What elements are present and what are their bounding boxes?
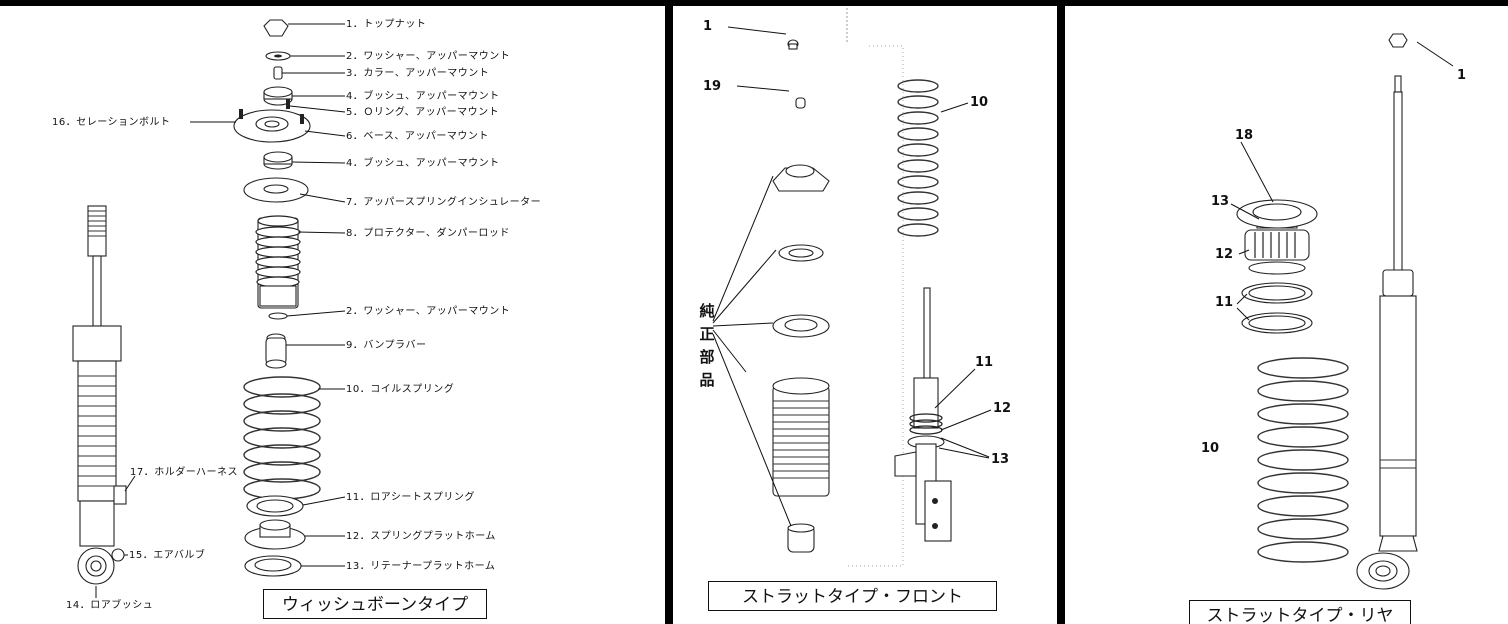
front-frame — [845, 6, 904, 567]
wishbone-leaders — [95, 23, 346, 598]
label-top-nut: 1．トップナット — [346, 18, 426, 30]
label-lower-bush: 14．ロアブッシュ — [66, 598, 153, 611]
wishbone-caption: ウィッシュボーンタイプ — [263, 589, 487, 619]
genuine-char-2: 正 — [699, 325, 715, 343]
rear-num-11: 11 — [1215, 295, 1233, 310]
wishbone-parts — [233, 19, 321, 577]
genuine-char-3: 部 — [699, 348, 715, 366]
front-drawing: 1 19 10 11 12 13 — [703, 6, 1011, 567]
label-bush-lower: 4．ブッシュ、アッパーマウント — [346, 156, 500, 169]
label-bump-rubber: 9．バンプラバー — [346, 339, 426, 351]
front-genuine-parts — [772, 39, 830, 553]
front-num-11: 11 — [975, 355, 993, 370]
front-caption: ストラットタイプ・フロント — [708, 581, 997, 611]
label-air-valve: 15．エアバルブ — [129, 548, 205, 561]
rear-drawing: 1 18 13 12 11 10 — [1201, 33, 1466, 590]
label-coil-spring: 10．コイルスプリング — [346, 382, 454, 395]
front-coil-spring — [897, 79, 939, 237]
front-num-12: 12 — [993, 401, 1011, 416]
rear-num-13: 13 — [1211, 194, 1229, 209]
front-num-1: 1 — [703, 19, 712, 34]
label-collar: 3．カラー、アッパーマウント — [346, 67, 489, 79]
genuine-parts-label: 純 正 部 品 — [697, 300, 717, 392]
label-spring-insulator: 7．アッパースプリングインシュレーター — [346, 195, 541, 208]
front-num-13: 13 — [991, 452, 1009, 467]
front-leaders — [712, 26, 992, 527]
rear-num-1: 1 — [1457, 68, 1466, 83]
label-lower-seat: 11．ロアシートスプリング — [346, 490, 475, 503]
front-numbers: 1 19 10 11 12 13 — [703, 19, 1011, 467]
wishbone-labels: 1．トップナット 2．ワッシャー、アッパーマウント 3．カラー、アッパーマウント… — [52, 18, 541, 611]
rear-num-12: 12 — [1215, 247, 1233, 262]
rear-num-10: 10 — [1201, 441, 1219, 456]
front-panel: 1 19 10 11 12 13 純 正 部 品 ストラットタイプ・フロント — [673, 6, 1057, 624]
label-washer-upper: 2．ワッシャー、アッパーマウント — [346, 50, 510, 62]
rear-panel: 1 18 13 12 11 10 ストラットタイプ・リヤ — [1065, 6, 1508, 624]
rear-damper — [1356, 33, 1418, 590]
rear-coil-spring — [1257, 357, 1349, 563]
wishbone-damper — [72, 205, 127, 585]
genuine-char-1: 純 — [699, 302, 715, 320]
rear-num-18: 18 — [1235, 128, 1253, 143]
wishbone-panel: 1．トップナット 2．ワッシャー、アッパーマウント 3．カラー、アッパーマウント… — [0, 6, 665, 624]
label-washer-lower: 2．ワッシャー、アッパーマウント — [346, 305, 510, 317]
label-serration-bolt: 16．セレーションボルト — [52, 116, 171, 128]
label-spring-platform: 12．スプリングプラットホーム — [346, 529, 496, 542]
front-damper — [894, 287, 952, 542]
front-num-19: 19 — [703, 79, 721, 94]
rear-numbers: 1 18 13 12 11 10 — [1201, 68, 1466, 456]
rear-leaders — [1230, 41, 1454, 321]
genuine-char-4: 品 — [699, 371, 715, 389]
label-base: 6．ベース、アッパーマウント — [346, 130, 489, 142]
label-protector: 8．プロテクター、ダンパーロッド — [346, 226, 510, 239]
wishbone-drawing: 1．トップナット 2．ワッシャー、アッパーマウント 3．カラー、アッパーマウント… — [52, 18, 541, 611]
label-o-ring: 5．Ｏリング、アッパーマウント — [346, 105, 499, 118]
label-holder-harness: 17．ホルダーハーネス — [130, 465, 238, 478]
front-num-10: 10 — [970, 95, 988, 110]
label-retainer-platform: 13．リテーナープラットホーム — [346, 560, 495, 572]
rear-parts — [1236, 199, 1318, 334]
label-bush-upper: 4．ブッシュ、アッパーマウント — [346, 89, 500, 102]
rear-caption: ストラットタイプ・リヤ — [1189, 600, 1411, 624]
